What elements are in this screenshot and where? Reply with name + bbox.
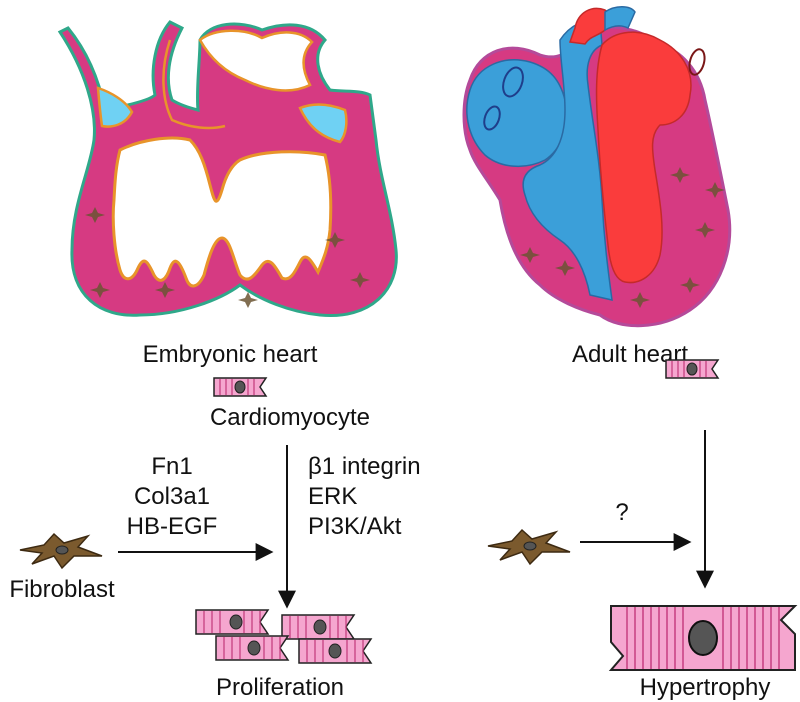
embryonic-heart-illustration	[57, 20, 398, 318]
fibroblast-adult	[487, 529, 571, 565]
fibroblast-embryonic	[19, 533, 103, 569]
proliferating-cardiomyocytes	[195, 609, 373, 664]
factor-hb-egf: HB-EGF	[127, 513, 218, 540]
hypertrophy-label: Hypertrophy	[640, 674, 771, 701]
pathway-erk: ERK	[308, 483, 357, 510]
embryonic-outflow-tract	[198, 29, 314, 92]
right-ventricle	[522, 18, 613, 301]
hypertrophic-cardiomyocyte	[608, 605, 798, 671]
factor-fn1: Fn1	[151, 453, 192, 480]
cardiomyocyte-embryonic	[213, 377, 268, 397]
adult-heart-illustration	[462, 6, 732, 328]
pathway-pi3k-akt: PI3K/Akt	[308, 513, 402, 540]
endocardial-cushion-right	[298, 103, 348, 144]
fibroblast-label: Fibroblast	[9, 576, 115, 603]
unknown-mechanism-label: ?	[615, 499, 628, 526]
pulmonary-artery	[604, 6, 636, 32]
proliferation-label: Proliferation	[216, 674, 344, 701]
embryonic-heart-label: Embryonic heart	[143, 341, 318, 368]
pathway-beta1-integrin: β1 integrin	[308, 453, 421, 480]
endocardial-cushion-left	[96, 86, 134, 128]
factor-col3a1: Col3a1	[134, 483, 210, 510]
embryonic-lumen	[111, 136, 333, 288]
embryonic-tube-inner	[162, 39, 226, 130]
cardiomyocyte-label: Cardiomyocyte	[210, 404, 370, 431]
left-heart	[595, 31, 692, 284]
cardiomyocyte-adult	[665, 359, 720, 379]
right-atrium	[466, 59, 567, 168]
